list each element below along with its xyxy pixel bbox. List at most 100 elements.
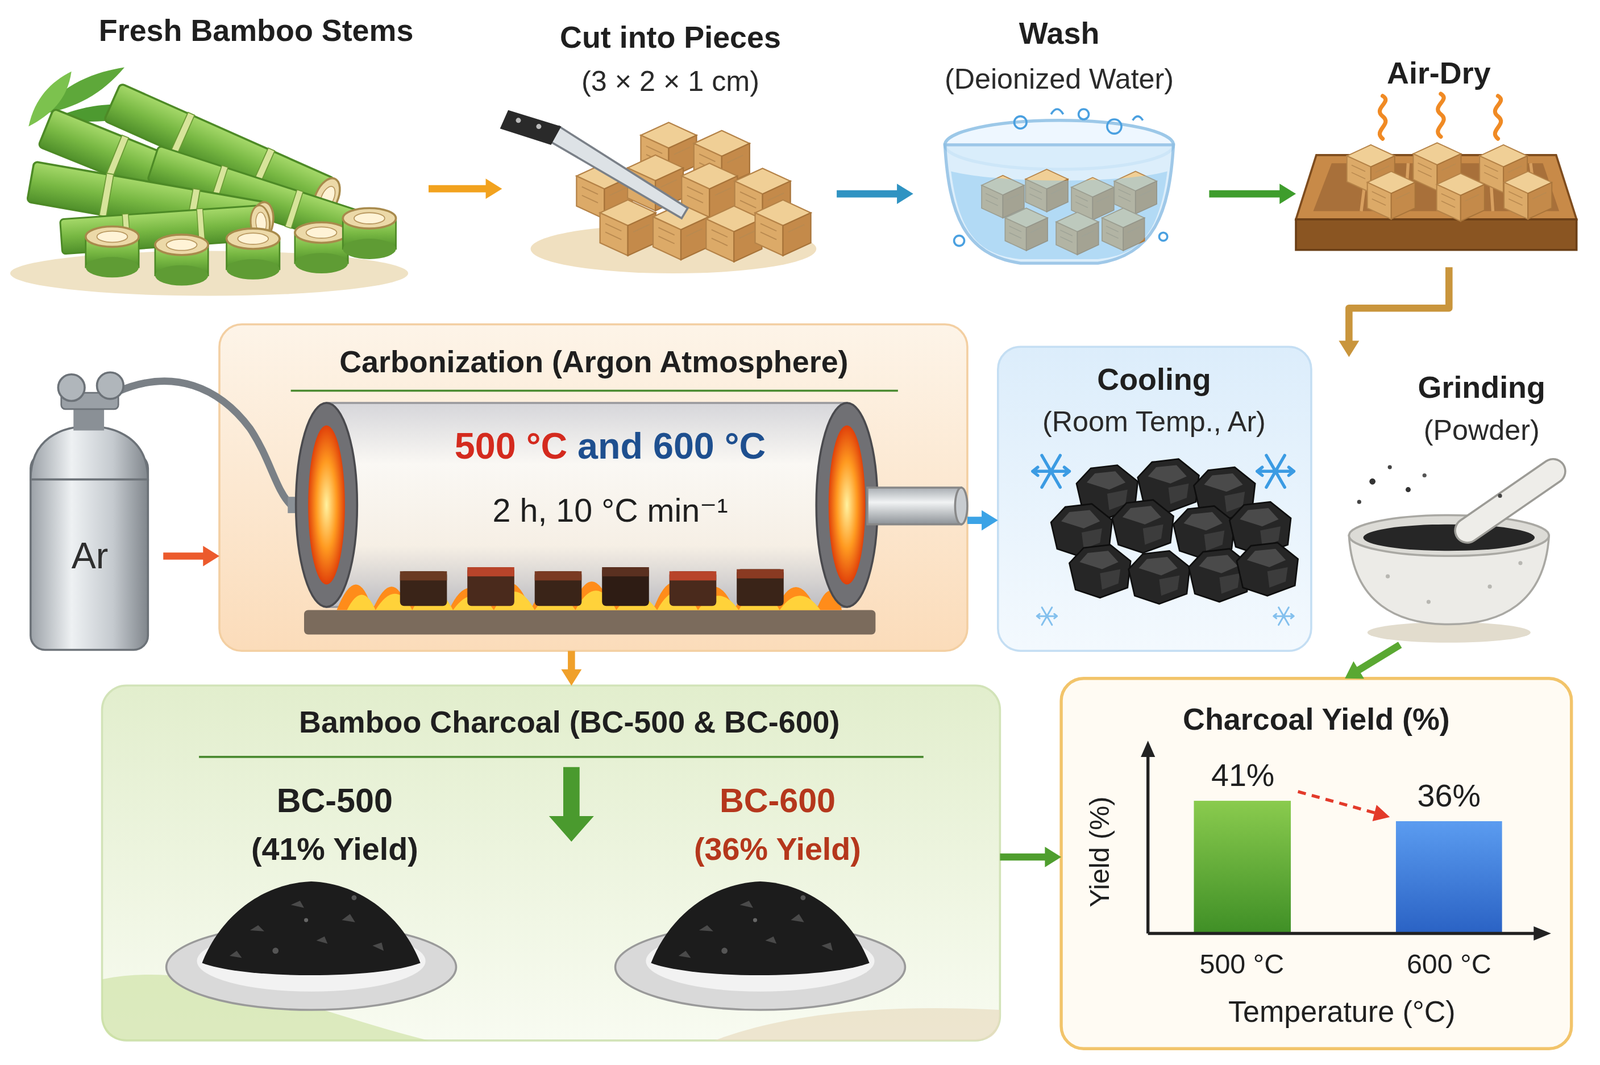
cut-pieces-illustration-part bbox=[535, 123, 542, 130]
tube-furnace-part bbox=[954, 487, 968, 525]
arrow-head bbox=[1279, 183, 1296, 205]
sample-yield: (41% Yield) bbox=[251, 830, 419, 868]
drying-tray-illustration-part bbox=[1295, 219, 1577, 251]
yield-chart-part bbox=[1140, 740, 1155, 758]
tube-furnace-part-part bbox=[534, 571, 583, 581]
text-row: 2 h, 10 °C min⁻¹ bbox=[492, 491, 729, 530]
cooling-panel-part bbox=[1273, 607, 1295, 626]
step-detail: (3 × 2 × 1 cm) bbox=[581, 65, 760, 99]
text-row: 500 °C and 600 °C bbox=[454, 424, 766, 467]
charcoal-panel-part bbox=[615, 881, 906, 1011]
yield-chart-part bbox=[1146, 754, 1150, 934]
tube-furnace-part-part bbox=[601, 567, 650, 577]
cut-pieces-illustration-part bbox=[705, 206, 762, 263]
drying-tray-illustration-part bbox=[1436, 173, 1485, 222]
text-row: Fresh Bamboo Stems bbox=[98, 13, 414, 49]
panel-title: Bamboo Charcoal (BC-500 & BC-600) bbox=[298, 704, 840, 741]
mortar-pestle-part bbox=[1385, 574, 1390, 579]
mortar-pestle-part bbox=[1357, 500, 1362, 505]
drying-tray-illustration-part bbox=[1438, 93, 1444, 137]
sample-name: BC-500 bbox=[276, 781, 393, 821]
yield-chart-part bbox=[1061, 678, 1572, 1050]
arrow-line bbox=[1354, 645, 1400, 673]
text-row: Cut into Pieces bbox=[559, 19, 781, 56]
text-row: Bamboo Charcoal (BC-500 & BC-600) bbox=[298, 704, 840, 741]
tube-furnace-part-part bbox=[534, 571, 583, 606]
wash-bowl-illustration-part bbox=[1107, 119, 1122, 134]
arrow-line bbox=[1348, 267, 1449, 346]
flow-arrow bbox=[967, 510, 999, 531]
tube-furnace-part-part bbox=[736, 569, 784, 607]
bamboo-stems-illustration-part bbox=[226, 228, 280, 280]
tube-furnace-part-part bbox=[467, 567, 515, 606]
text-row: 500 °C bbox=[1199, 948, 1284, 981]
drying-tray-illustration-part bbox=[1494, 96, 1501, 139]
cooling-panel-part bbox=[998, 346, 1312, 651]
arrow-head bbox=[560, 669, 582, 687]
yield-chart bbox=[1061, 678, 1572, 1050]
gas-cylinder: Ar bbox=[15, 379, 164, 656]
bar-value: 36% bbox=[1417, 777, 1481, 814]
mortar-pestle-part bbox=[1488, 584, 1493, 589]
text-row: 36% bbox=[1417, 777, 1481, 814]
text-row: (3 × 2 × 1 cm) bbox=[581, 65, 760, 99]
text-row: (Powder) bbox=[1423, 414, 1540, 448]
text-row: 41% bbox=[1211, 757, 1275, 794]
tube-furnace-part bbox=[326, 402, 847, 608]
charcoal-panel-part bbox=[166, 881, 457, 1011]
arrow-head bbox=[485, 178, 503, 199]
text-row: BC-500 bbox=[276, 781, 393, 821]
arrow-line bbox=[428, 185, 491, 193]
tube-furnace-part bbox=[828, 425, 866, 585]
axis-title: Temperature (°C) bbox=[1228, 995, 1456, 1030]
process-panel: Cooling(Room Temp., Ar) bbox=[998, 346, 1312, 651]
cut-pieces-illustration-part bbox=[500, 110, 562, 145]
flow-arrow bbox=[1208, 183, 1296, 205]
text-row: Wash bbox=[1019, 15, 1100, 52]
process-step: Air-Dry bbox=[1295, 46, 1584, 268]
text-row: (Room Temp., Ar) bbox=[1042, 405, 1266, 439]
text-row: Yield (%) bbox=[1083, 796, 1116, 908]
cut-pieces-illustration bbox=[500, 110, 817, 274]
yield-chart-part bbox=[1148, 932, 1536, 935]
process-panel: Carbonization (Argon Atmosphere)500 °C a… bbox=[219, 324, 968, 651]
wash-bowl-illustration bbox=[944, 109, 1174, 264]
argon-cylinder bbox=[30, 372, 292, 650]
text-row: BC-600 bbox=[719, 781, 836, 821]
yield-chart-part bbox=[1298, 791, 1376, 814]
yield-chart-part bbox=[1533, 926, 1552, 941]
cooling-panel-part bbox=[1032, 455, 1070, 488]
text-row: (36% Yield) bbox=[693, 830, 862, 868]
yield-chart-part bbox=[1372, 804, 1391, 822]
charcoal-panel-part bbox=[102, 685, 1001, 1041]
arrow-line bbox=[163, 552, 209, 560]
text-row: (41% Yield) bbox=[251, 830, 419, 868]
tube-furnace-part bbox=[296, 402, 358, 608]
arrow-head bbox=[896, 183, 914, 205]
axis-title: Yield (%) bbox=[1083, 796, 1116, 908]
cooling-panel-part bbox=[1128, 550, 1191, 604]
cooling-panel-part bbox=[1112, 500, 1174, 554]
cooling-panel-part bbox=[1236, 542, 1299, 596]
tick-label: 600 °C bbox=[1406, 948, 1492, 981]
tube-furnace-part bbox=[308, 425, 346, 585]
chart-panel: Charcoal Yield (%)41%36%Yield (%)500 °C6… bbox=[1061, 678, 1572, 1050]
tube-furnace-part-part bbox=[601, 567, 650, 606]
bamboo-stems-illustration bbox=[10, 67, 409, 296]
arrow-line bbox=[999, 853, 1050, 862]
temperature-label: 500 °C and 600 °C bbox=[454, 424, 766, 467]
argon-cylinder-part bbox=[57, 374, 85, 402]
tube-furnace-part-part bbox=[669, 571, 717, 606]
bamboo-stems-illustration-part bbox=[155, 234, 209, 286]
tube-furnace-part-part bbox=[467, 567, 515, 577]
yield-chart-part bbox=[1395, 821, 1503, 934]
drying-tray-illustration-part bbox=[1503, 171, 1552, 220]
wash-bowl-illustration-part bbox=[1014, 116, 1028, 130]
text-row: 600 °C bbox=[1406, 948, 1492, 981]
charcoal-panel-part bbox=[549, 767, 594, 842]
mortar-pestle-part bbox=[1348, 514, 1549, 556]
tube-furnace-part-part bbox=[736, 569, 784, 579]
